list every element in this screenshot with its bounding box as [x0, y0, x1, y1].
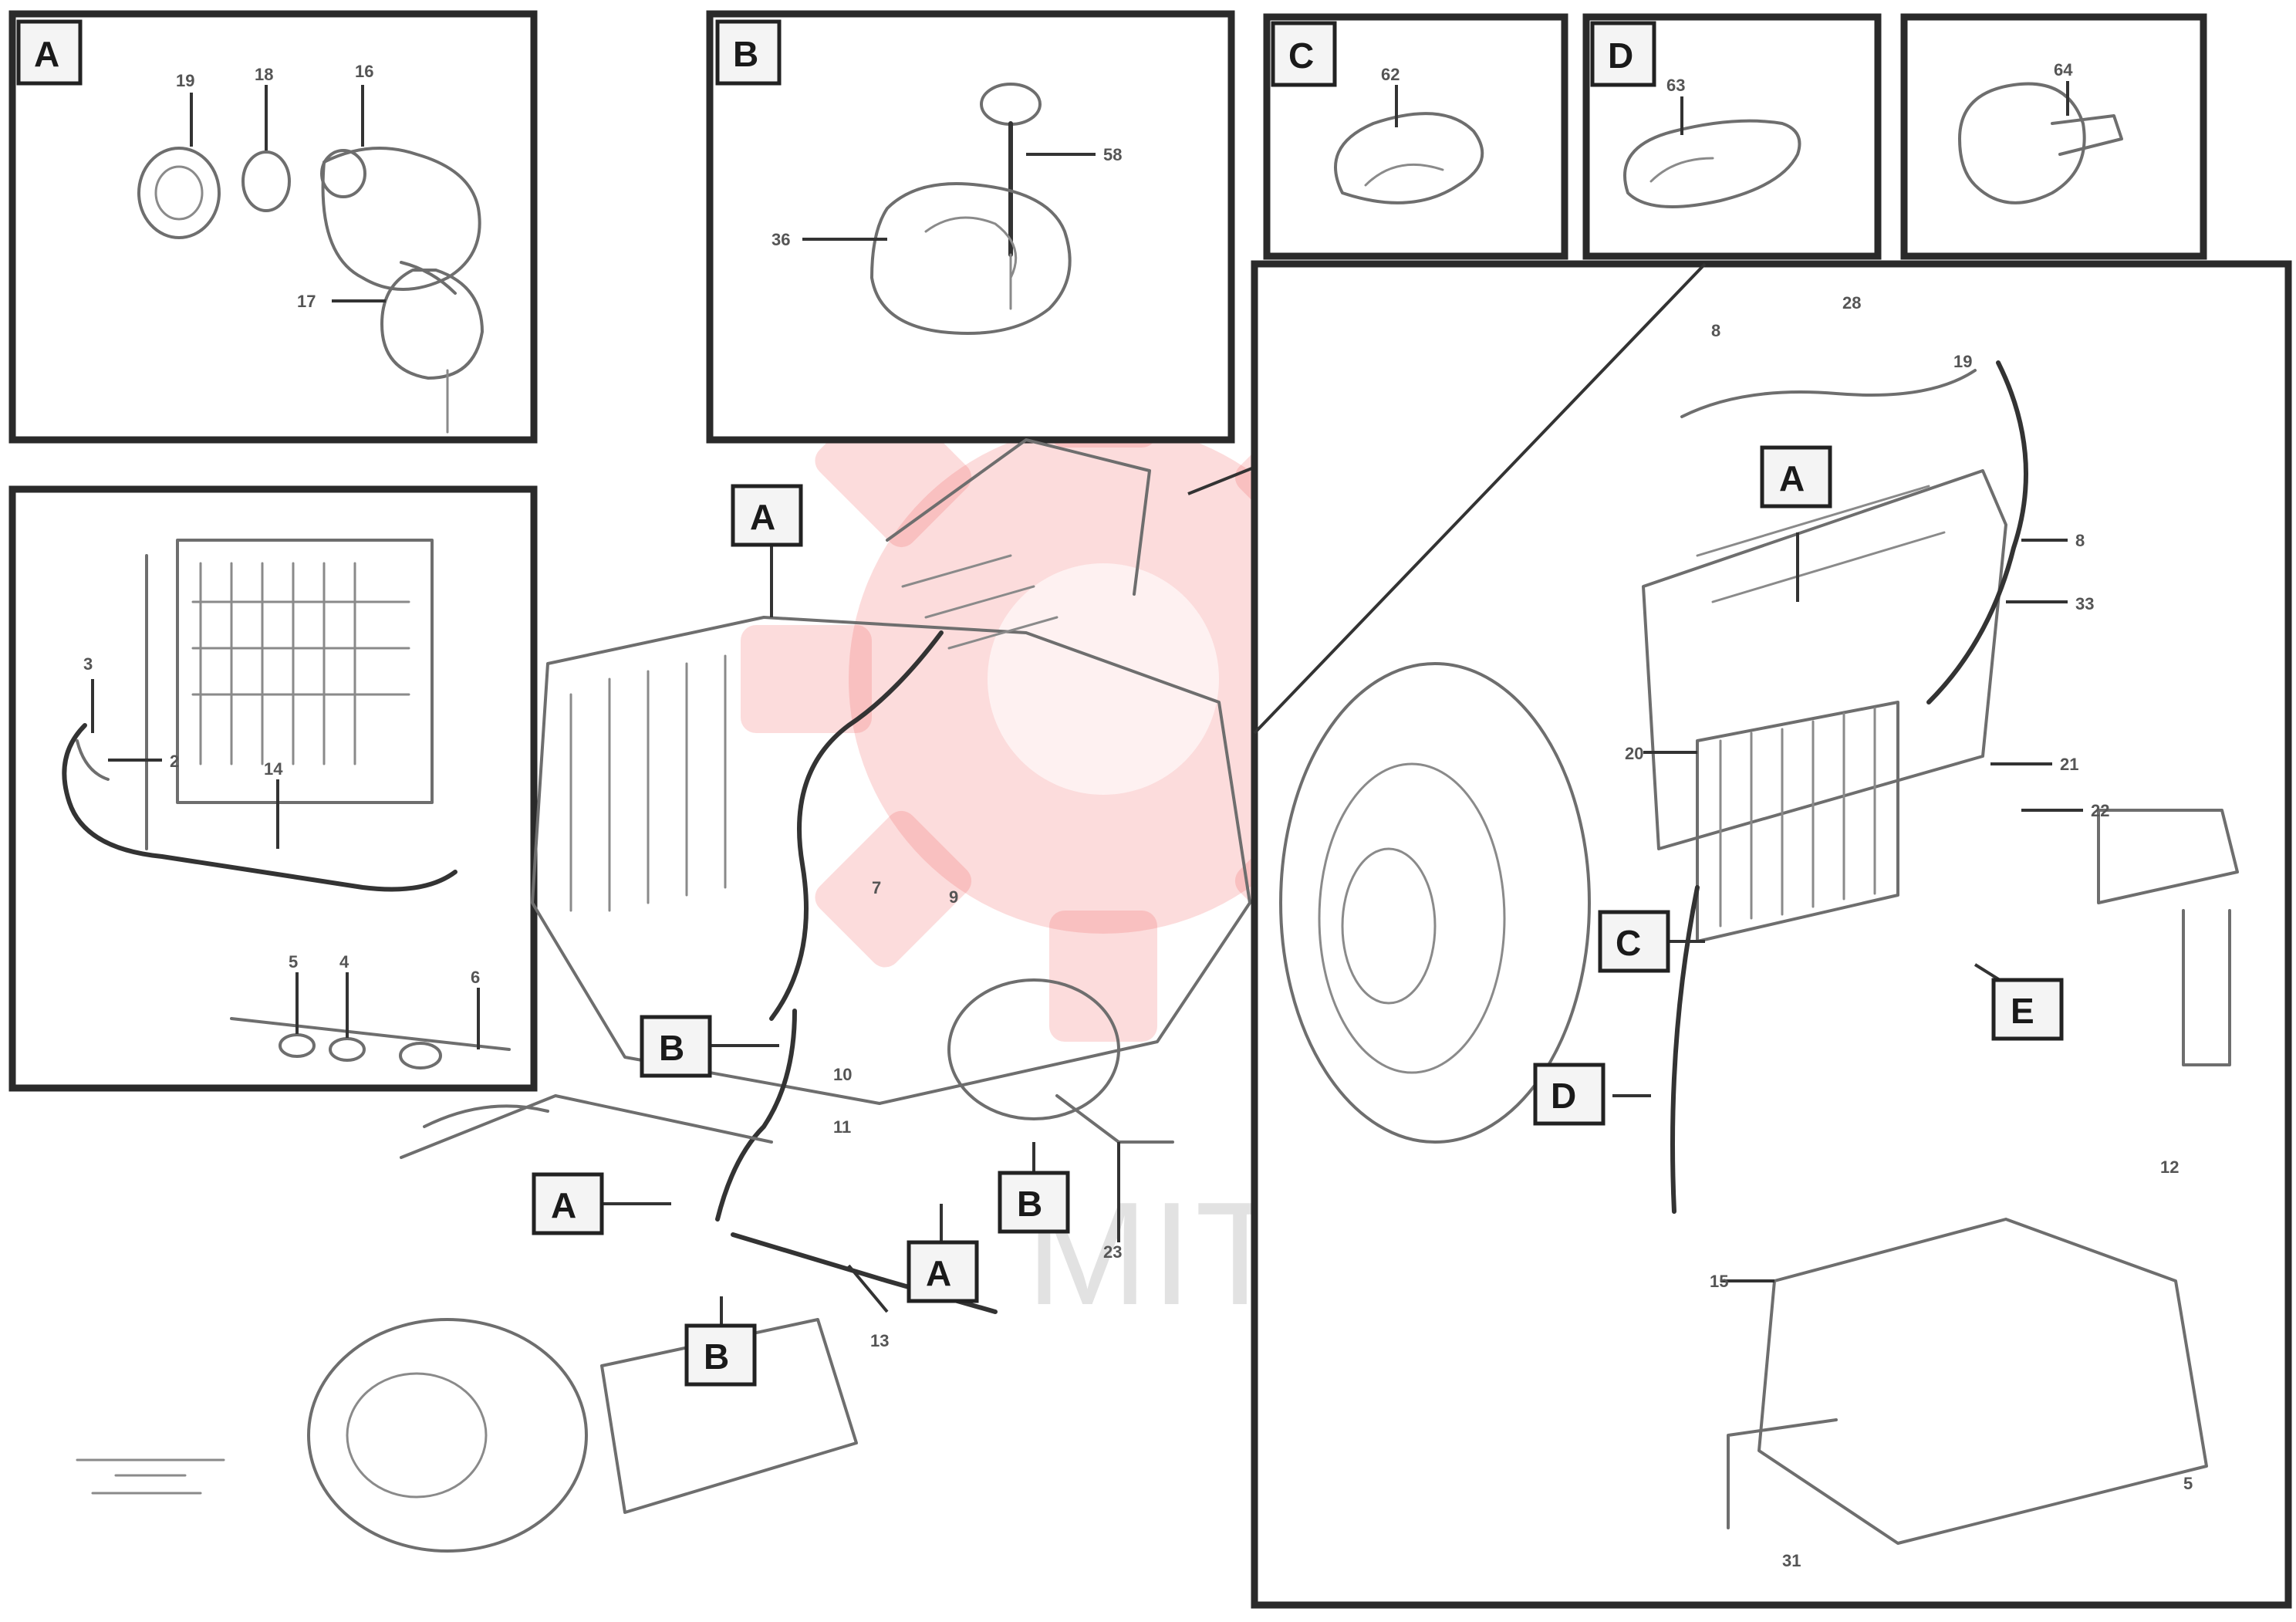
main-callout-a-bottom: A [907, 1240, 979, 1303]
detail-b-parts-illustration [802, 83, 1096, 335]
svg-text:E: E [2011, 991, 2034, 1031]
part-number-21: 21 [2060, 755, 2078, 774]
detail-e-clamp-illustration [1958, 81, 2123, 204]
part-number-22: 22 [2091, 801, 2109, 820]
part-number-4: 4 [339, 952, 349, 972]
svg-text:B: B [733, 34, 758, 74]
detail-c-clamp-illustration [1334, 85, 1484, 204]
main-callout-a-left: A [532, 1172, 604, 1235]
detail-label-b: B [715, 19, 782, 86]
part-number-8: 8 [1711, 321, 1720, 340]
part-number-12: 12 [2160, 1157, 2179, 1177]
detail-panel-e-left: 3 2 14 5 4 6 [8, 485, 538, 1092]
detail-label-d: D [1590, 21, 1656, 87]
part-number-33: 33 [2075, 594, 2094, 613]
part-number-15: 15 [1710, 1272, 1728, 1291]
svg-text:B: B [659, 1028, 684, 1068]
part-number-17: 17 [297, 292, 316, 311]
svg-text:A: A [750, 497, 775, 537]
part-number-7: 7 [872, 878, 881, 897]
part-number-11: 11 [833, 1117, 851, 1137]
part-number-19-right: 19 [1953, 352, 1972, 371]
detail-label-c: C [1271, 21, 1337, 87]
svg-text:B: B [1017, 1184, 1042, 1224]
part-number-20: 20 [1625, 744, 1643, 763]
detail-panel-e: 64 [1900, 13, 2207, 260]
footnote [76, 1458, 225, 1495]
part-number-5-right: 5 [2183, 1474, 2193, 1493]
part-number-8-right: 8 [2075, 531, 2085, 550]
svg-text:C: C [1288, 35, 1314, 76]
part-number-5: 5 [289, 952, 298, 972]
part-number-23: 23 [1103, 1242, 1122, 1262]
detail-panel-b: B 58 36 [706, 10, 1235, 444]
part-number-9: 9 [949, 887, 958, 907]
svg-text:A: A [926, 1253, 951, 1293]
part-number-36: 36 [772, 230, 790, 249]
right-callout-c: C [1598, 910, 1670, 973]
svg-text:B: B [704, 1336, 729, 1377]
part-number-2: 2 [170, 752, 179, 771]
svg-text:A: A [1779, 458, 1805, 498]
detail-a-parts-illustration [137, 85, 484, 434]
main-callout-a-top: A [731, 484, 803, 547]
right-callout-e: E [1991, 978, 2064, 1041]
part-number-64: 64 [2054, 60, 2073, 79]
svg-text:C: C [1616, 923, 1641, 963]
detail-d-clamp-illustration [1623, 96, 1801, 208]
detail-label-a: A [16, 19, 83, 86]
detail-panel-right: A C D E 8 28 19 8 33 20 21 22 15 31 12 5 [1251, 260, 2292, 1609]
main-callout-b-bottom: B [684, 1323, 757, 1387]
detail-panel-c: C 62 [1263, 13, 1568, 260]
part-number-3: 3 [83, 654, 93, 674]
svg-text:D: D [1551, 1076, 1576, 1116]
part-number-13: 13 [870, 1331, 889, 1350]
part-number-58: 58 [1103, 145, 1122, 164]
part-number-6: 6 [471, 968, 480, 987]
detail-e-left-assembly-illustration [62, 539, 511, 1070]
right-callout-d: D [1533, 1063, 1606, 1126]
svg-text:D: D [1608, 35, 1633, 76]
part-number-28: 28 [1842, 293, 1861, 313]
part-number-31: 31 [1782, 1551, 1801, 1570]
detail-panel-a: A 19 18 16 17 [8, 10, 538, 444]
part-number-16: 16 [355, 62, 373, 81]
svg-text:A: A [34, 34, 59, 74]
svg-text:A: A [551, 1185, 576, 1225]
detail-panel-d: D 63 [1582, 13, 1882, 260]
part-number-10: 10 [833, 1065, 852, 1084]
main-callout-b-left: B [640, 1015, 712, 1078]
main-callout-b-right: B [998, 1171, 1070, 1234]
part-number-18: 18 [255, 65, 273, 84]
right-callout-a: A [1760, 445, 1832, 509]
part-number-19: 19 [176, 71, 194, 90]
part-number-62: 62 [1381, 65, 1400, 84]
part-number-63: 63 [1666, 76, 1685, 95]
part-number-14: 14 [264, 759, 283, 779]
